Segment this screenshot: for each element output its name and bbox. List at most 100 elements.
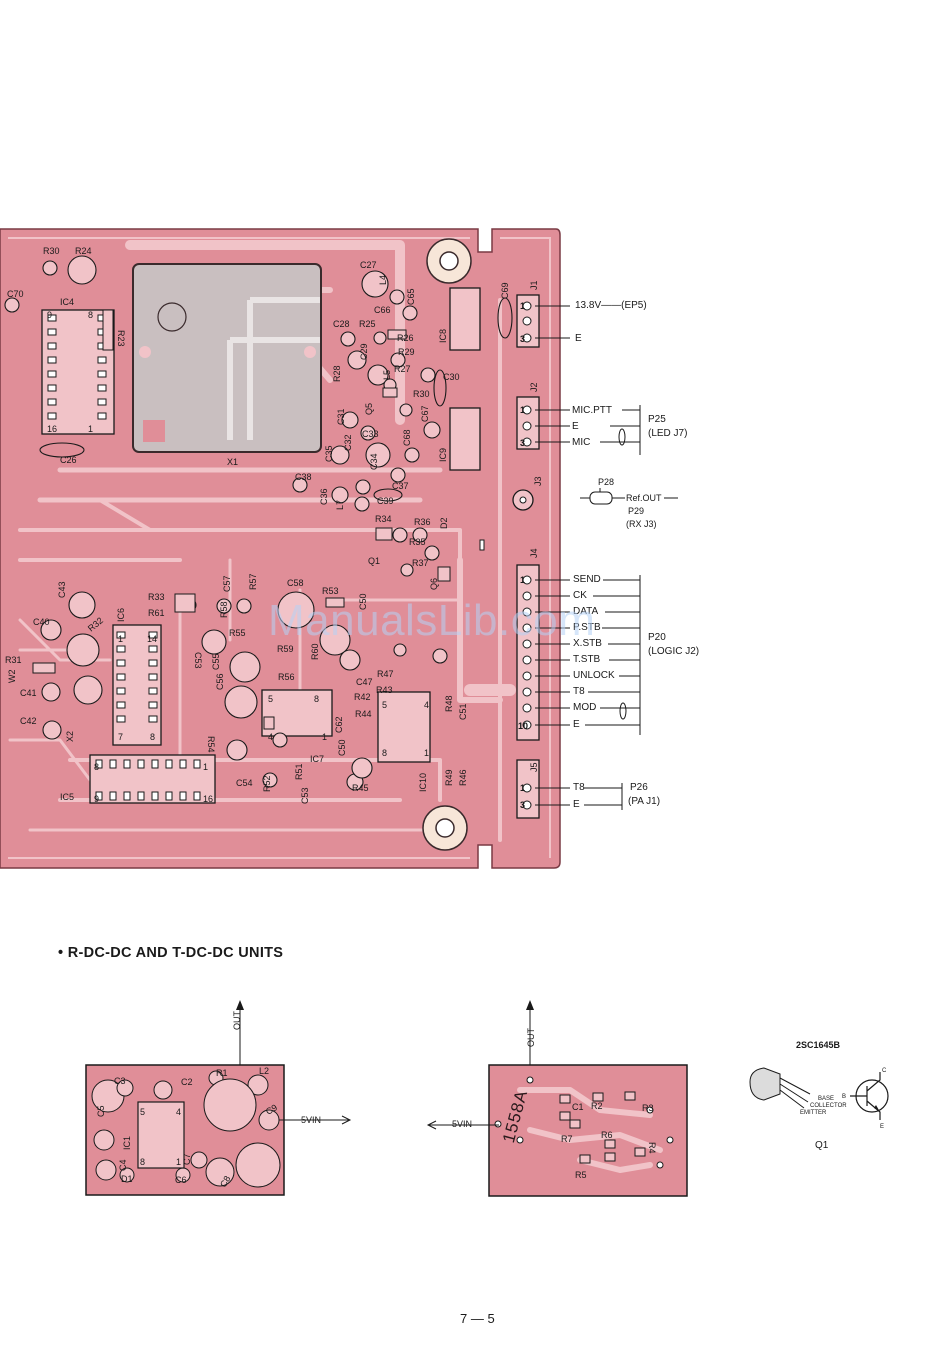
svg-text:IC9: IC9	[438, 448, 448, 462]
svg-text:C8: C8	[218, 1174, 232, 1189]
j2-pin3: 3	[520, 438, 525, 448]
j3-p28: P28	[598, 477, 615, 487]
transistor-part-number: 2SC1645B	[796, 1040, 841, 1050]
svg-text:C32: C32	[343, 434, 353, 451]
svg-text:R7: R7	[561, 1134, 573, 1144]
svg-text:IC1: IC1	[122, 1136, 132, 1150]
svg-text:Q1: Q1	[368, 556, 380, 566]
svg-text:R26: R26	[397, 333, 414, 343]
j4-signal-send: SEND	[573, 574, 601, 585]
svg-text:C53: C53	[193, 652, 203, 669]
transistor-pin-labels: BASE	[818, 1096, 834, 1103]
svg-text:Q6: Q6	[429, 578, 439, 590]
j1-ref-label: (EP5)	[621, 300, 647, 311]
svg-text:C42: C42	[20, 716, 37, 726]
svg-text:R45: R45	[352, 783, 369, 793]
svg-text:4: 4	[424, 700, 429, 710]
r-dcdc-in-label: 5VIN	[301, 1115, 322, 1125]
svg-text:R30: R30	[43, 246, 60, 256]
svg-text:9: 9	[47, 310, 52, 320]
svg-text:R59: R59	[277, 644, 294, 654]
svg-text:R6: R6	[601, 1130, 613, 1140]
svg-text:8: 8	[314, 694, 319, 704]
svg-text:1: 1	[118, 634, 123, 644]
svg-text:D2: D2	[439, 517, 449, 529]
j5-signal-e: E	[573, 799, 580, 810]
svg-text:IC10: IC10	[418, 773, 428, 792]
svg-text:R27: R27	[394, 364, 411, 374]
svg-text:C9: C9	[264, 1102, 279, 1116]
j4-signal-t-stb: T.STB	[573, 654, 601, 665]
svg-text:L4: L4	[378, 275, 388, 285]
svg-text:C66: C66	[374, 305, 391, 315]
j2-ref: P25	[648, 414, 666, 425]
main-pcb-layout: X1	[0, 228, 678, 869]
svg-text:1: 1	[176, 1157, 181, 1167]
svg-text:C27: C27	[360, 260, 377, 270]
j5-signal-t8: T8	[573, 782, 585, 793]
j4-signal-t8: T8	[573, 686, 585, 697]
svg-text:R56: R56	[278, 672, 295, 682]
svg-text:1: 1	[322, 732, 327, 742]
svg-text:IC6: IC6	[116, 608, 126, 622]
j5-ref: P26	[630, 782, 648, 793]
svg-text:C62: C62	[334, 716, 344, 733]
svg-text:R44: R44	[355, 709, 372, 719]
svg-text:R4: R4	[647, 1142, 657, 1154]
j2-ref2: (LED J7)	[648, 428, 688, 439]
svg-text:R3: R3	[642, 1103, 654, 1113]
page-number: 7 — 5	[460, 1311, 495, 1326]
svg-text:5: 5	[268, 694, 273, 704]
j4-pin10: 10	[518, 721, 528, 731]
svg-text:L7: L7	[335, 500, 345, 510]
svg-text:C67: C67	[420, 405, 430, 422]
svg-text:C38: C38	[295, 472, 312, 482]
transistor-letter-b: B	[842, 1094, 846, 1100]
j4-pin1: 1	[520, 575, 525, 585]
svg-text:J2: J2	[529, 382, 539, 392]
svg-text:C56: C56	[215, 673, 225, 690]
svg-text:C35: C35	[324, 445, 334, 462]
ic10	[377, 691, 431, 763]
svg-text:J5: J5	[529, 762, 539, 772]
j2-signal-mic: MIC	[572, 437, 591, 448]
svg-text:C36: C36	[319, 488, 329, 505]
ic6	[112, 624, 162, 746]
svg-text:C58: C58	[287, 578, 304, 588]
svg-text:R57: R57	[248, 573, 258, 590]
svg-text:C68: C68	[402, 429, 412, 446]
svg-text:9: 9	[94, 794, 99, 804]
svg-text:R2: R2	[591, 1101, 603, 1111]
svg-text:1: 1	[88, 424, 93, 434]
j1-pin1: 1	[520, 301, 525, 311]
svg-text:C54: C54	[236, 778, 253, 788]
j4-ref2: (LOGIC J2)	[648, 646, 700, 657]
watermark: ManualsLib.com	[268, 596, 596, 645]
j4-connector	[516, 564, 540, 741]
svg-text:8: 8	[94, 762, 99, 772]
svg-text:J4: J4	[529, 548, 539, 558]
svg-text:L2: L2	[259, 1066, 269, 1076]
j5-ref2: (PA J1)	[628, 796, 661, 807]
svg-text:1: 1	[203, 762, 208, 772]
svg-text:X1: X1	[227, 457, 238, 467]
svg-text:C65: C65	[406, 288, 416, 305]
svg-text:C2: C2	[181, 1077, 193, 1087]
j5-pin1: 1	[520, 783, 525, 793]
svg-text:R34: R34	[375, 514, 392, 524]
j4-signal-unlock: UNLOCK	[573, 670, 615, 681]
svg-text:8: 8	[150, 732, 155, 742]
svg-text:IC5: IC5	[60, 792, 74, 802]
svg-text:R58: R58	[219, 601, 229, 618]
svg-text:J3: J3	[533, 476, 543, 486]
svg-text:R51: R51	[294, 763, 304, 780]
svg-text:C40: C40	[33, 617, 50, 627]
svg-text:4: 4	[268, 732, 273, 742]
j4-signal-mod: MOD	[573, 702, 597, 713]
ic9	[449, 407, 481, 471]
j1-dash: ——	[601, 300, 622, 311]
j5-pin3: 3	[520, 800, 525, 810]
transistor-pin-base: BASE	[818, 1096, 835, 1102]
